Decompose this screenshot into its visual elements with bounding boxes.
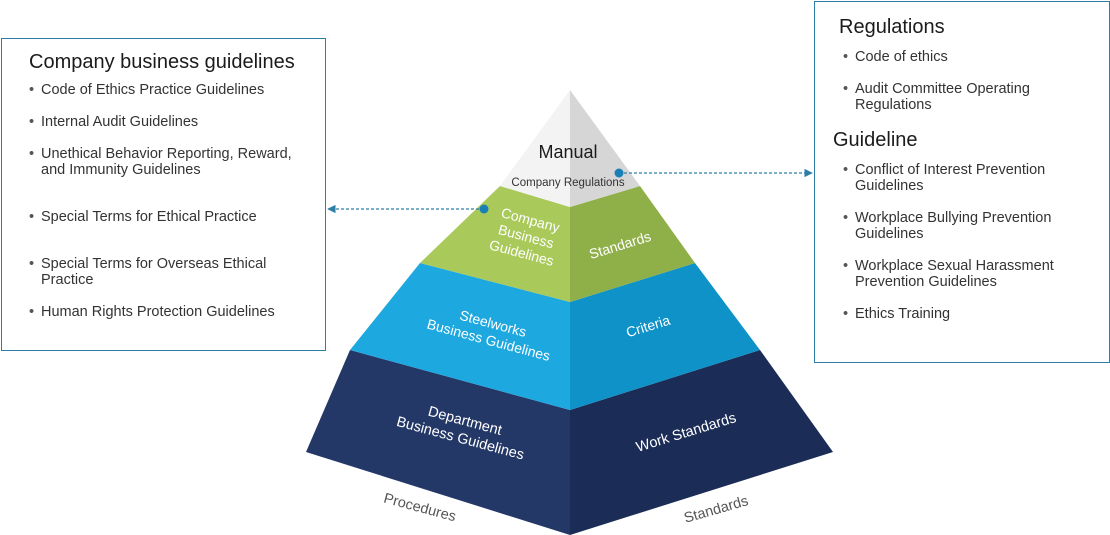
list-item: Audit Committee Operating Regulations — [843, 81, 1099, 113]
connector-dot-left — [479, 204, 489, 214]
list-item: Special Terms for Overseas Ethical Pract… — [29, 256, 315, 288]
list-item: Ethics Training — [843, 306, 1099, 322]
blue-left-face — [350, 263, 570, 410]
regulations-title: Regulations — [839, 16, 945, 38]
regulations-panel: Regulations Code of ethics Audit Committ… — [814, 1, 1110, 363]
guideline-items-list: Conflict of Interest Prevention Guidelin… — [833, 162, 1099, 322]
list-item: Unethical Behavior Reporting, Reward, an… — [29, 146, 315, 178]
list-item: Human Rights Protection Guidelines — [29, 304, 315, 320]
top-left-face — [500, 90, 570, 207]
list-item: Code of ethics — [843, 49, 1099, 65]
list-item: Workplace Bullying Prevention Guidelines — [843, 210, 1099, 242]
green-right-face — [570, 186, 695, 302]
top-right-face — [570, 90, 640, 207]
regulations-list: Code of ethics Audit Committee Operating… — [833, 49, 1099, 113]
guideline-title: Guideline — [833, 129, 918, 151]
navy-right-face — [570, 350, 833, 535]
green-left-face — [420, 186, 570, 302]
list-item: Internal Audit Guidelines — [29, 114, 315, 130]
blue-right-face — [570, 263, 760, 410]
navy-left-face — [306, 350, 570, 535]
guideline-list: Code of Ethics Practice Guidelines Inter… — [29, 82, 315, 320]
list-item: Conflict of Interest Prevention Guidelin… — [843, 162, 1099, 194]
connector-dot-right — [614, 168, 624, 178]
company-regulations-label: Company Regulations — [511, 177, 624, 189]
base-standards-label: Standards — [682, 493, 750, 527]
company-business-guidelines-panel: Company business guidelines Code of Ethi… — [1, 38, 326, 351]
list-item: Special Terms for Ethical Practice — [29, 209, 315, 225]
manual-label: Manual — [538, 142, 597, 162]
list-item: Code of Ethics Practice Guidelines — [29, 82, 315, 98]
list-item: Workplace Sexual Harassment Prevention G… — [843, 258, 1099, 290]
panel-title: Company business guidelines — [29, 51, 295, 73]
